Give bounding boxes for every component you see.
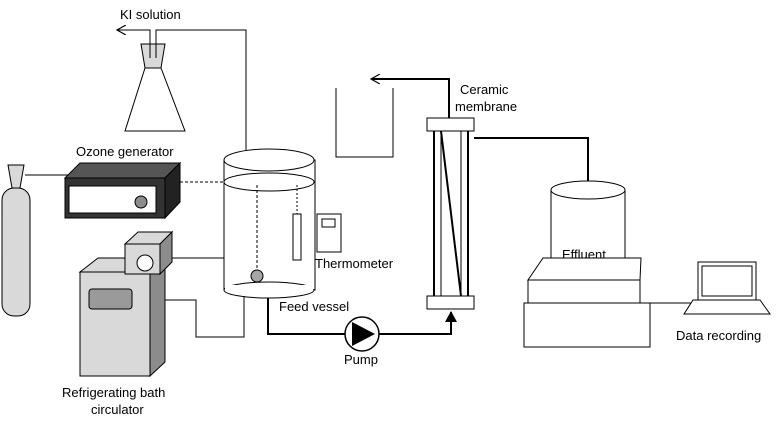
gas-cylinder — [1, 164, 31, 317]
feed-line — [267, 298, 345, 335]
temperature-probe — [292, 213, 302, 261]
refrigerating-bath-circulator — [78, 230, 174, 378]
ki-flask — [124, 43, 186, 132]
refrigerating-label-line1: Refrigerating bath — [62, 385, 165, 400]
diffuser-stone — [250, 269, 264, 283]
thermometer-label: Thermometer — [315, 256, 394, 271]
ceramic-membrane-label-line1: Ceramic — [460, 82, 509, 97]
ki-inlet-line — [155, 29, 247, 155]
retentate-return-arrow — [372, 79, 450, 118]
ki-outlet-arrow — [118, 30, 151, 58]
laptop-icon — [683, 261, 771, 315]
data-recording-label: Data recording — [676, 328, 761, 343]
ozone-generator-label: Ozone generator — [76, 144, 174, 159]
pump-to-membrane-line — [379, 311, 457, 335]
retentate-container — [335, 88, 394, 158]
pump — [344, 316, 380, 352]
cooling-line-lower — [165, 296, 245, 338]
ceramic-membrane-label-line2: membrane — [455, 99, 517, 114]
ki-solution-label: KI solution — [120, 7, 181, 22]
balance — [523, 257, 651, 348]
refrigerating-label-line2: circulator — [91, 402, 144, 417]
thermometer-display — [321, 218, 336, 228]
pump-label: Pump — [344, 352, 378, 367]
feed-vessel-label: Feed vessel — [279, 299, 349, 314]
ozone-generator — [63, 161, 182, 220]
ceramic-membrane-module — [426, 117, 475, 310]
